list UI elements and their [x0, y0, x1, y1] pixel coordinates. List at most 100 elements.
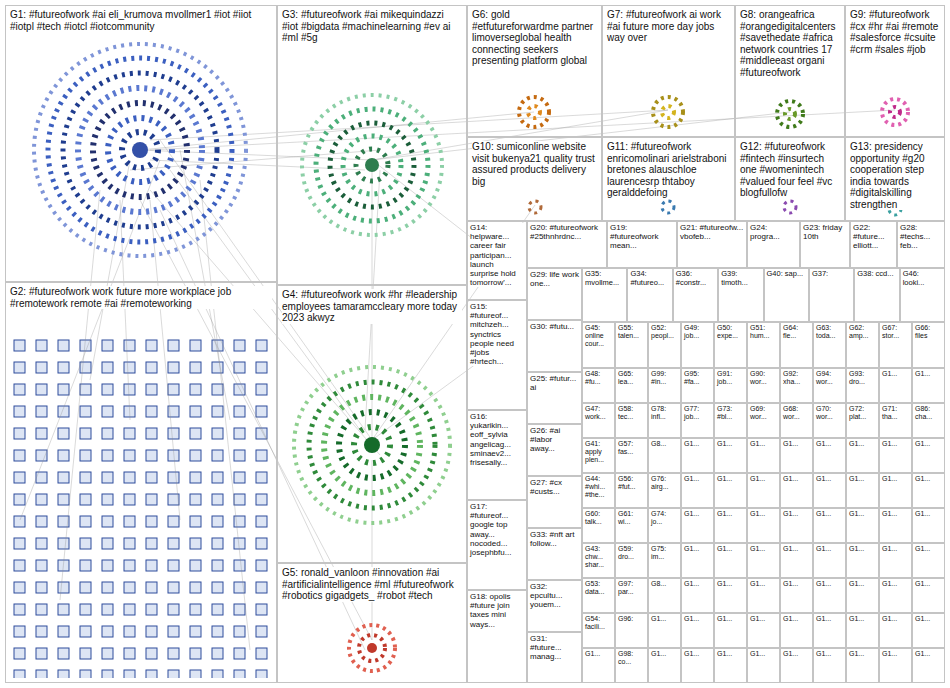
group-label: G1... — [750, 440, 765, 448]
group-label: G65: lea... — [618, 370, 645, 386]
group-box: G1... — [846, 648, 879, 683]
group-box: G25: #futur... ai — [527, 372, 582, 424]
group-label: G1... — [915, 650, 930, 658]
group-box: G96: — [615, 613, 648, 648]
group-label: G90: wor... — [750, 370, 777, 386]
group-box: G77: job... — [681, 403, 714, 438]
group-label: G69: wor... — [750, 405, 777, 421]
group-label: G1... — [750, 475, 765, 483]
group-label: G1... — [750, 545, 765, 553]
group-label: G1... — [783, 440, 798, 448]
group-box: G1... — [747, 613, 780, 648]
group-label: G1... — [849, 545, 864, 553]
group-label: G35: mvollme... — [585, 270, 624, 287]
group-box: G1... — [780, 543, 813, 578]
group-label: G50: expe... — [717, 324, 744, 340]
group-box: G1... — [912, 613, 945, 648]
group-label: G1... — [717, 615, 732, 623]
group-label: G2: #futureofwork work future more workp… — [10, 286, 272, 309]
group-label: G1... — [651, 615, 666, 623]
group-label: G45: online cour... — [585, 324, 612, 348]
group-label: G7: #futureofwork ai work #ai future mor… — [607, 9, 730, 44]
group-box: G91: job... — [714, 368, 747, 403]
group-label: G1... — [882, 475, 897, 483]
group-box: G1... — [747, 438, 780, 473]
group-box: G1... — [747, 508, 780, 543]
group-label: G96: — [618, 615, 633, 623]
group-box: G1... — [879, 368, 912, 403]
group-box: G99: #in... — [648, 368, 681, 403]
group-box: G1... — [747, 543, 780, 578]
group-box: G57: fas... — [615, 438, 648, 473]
group-label: G31: #future... manag... — [530, 634, 579, 662]
group-box: G58: tec... — [615, 403, 648, 438]
group-label: G21: #futureofw... vbofeb... — [680, 223, 744, 241]
group-box: G1... — [879, 648, 912, 683]
group-box: G29: life work one... — [527, 268, 582, 320]
group-label: G34: #futureo... — [630, 270, 669, 287]
group-box: G53: data... — [582, 578, 615, 613]
group-label: G17: #futureof... google top away... noc… — [470, 502, 524, 557]
group-label: G66: files — [915, 324, 942, 340]
group-box: G38: ccd... — [854, 268, 899, 322]
group-label: G15: #futureof... mitchzeh... synctrics … — [470, 302, 524, 366]
group-box: G97: par... — [615, 578, 648, 613]
group-box: G1... — [846, 578, 879, 613]
group-box: G1... — [747, 648, 780, 683]
group-box: G93: dro... — [846, 368, 879, 403]
group-box: G41: apply plen... — [582, 438, 615, 473]
group-box: G1... — [681, 438, 714, 473]
group-box: G1... — [813, 613, 846, 648]
group-label: G46: looki... — [903, 270, 942, 287]
group-box: G3: #futureofwork #ai mikequindazzi #iot… — [277, 5, 467, 285]
group-label: G1... — [816, 580, 831, 588]
group-label: G19: #futureofwork mean... — [610, 223, 674, 251]
group-box: G1... — [714, 578, 747, 613]
group-box: G1... — [846, 613, 879, 648]
group-label: G1... — [717, 650, 732, 658]
group-box: G1... — [813, 473, 846, 508]
group-label: G1... — [717, 475, 732, 483]
group-label: G26: #ai #labor away... — [530, 426, 579, 454]
group-box: G46: looki... — [900, 268, 945, 322]
group-label: G24: progra... — [750, 223, 797, 241]
group-box: G1... — [912, 508, 945, 543]
group-label: G48: #fu... — [585, 370, 612, 386]
group-box: G70: wor... — [813, 403, 846, 438]
group-box: G61: wi... — [615, 508, 648, 543]
group-box: G1... — [846, 473, 879, 508]
group-box: G1... — [714, 543, 747, 578]
group-label: G70: wor... — [816, 405, 843, 421]
group-label: G10: sumiconline website visit bukenya21… — [472, 141, 597, 187]
group-box: G73: #bl... — [714, 403, 747, 438]
group-label: G77: job... — [684, 405, 711, 421]
group-label: G28: #techs... feb... — [900, 223, 942, 251]
group-box: G20: #futureofwork #25thnhrdnc... — [527, 221, 607, 268]
group-box: G55: talen... — [615, 322, 648, 368]
group-box: G1... — [879, 438, 912, 473]
group-label: G1... — [915, 510, 930, 518]
group-box: G1... — [879, 543, 912, 578]
group-box: G7: #futureofwork ai work #ai future mor… — [602, 5, 735, 137]
group-box: G51: hum... — [747, 322, 780, 368]
group-box: G1... — [813, 438, 846, 473]
group-label: G55: talen... — [618, 324, 645, 340]
group-label: G32: epcultu... youem... — [530, 582, 579, 610]
group-label: G8... — [651, 580, 666, 588]
group-label: G38: ccd... — [857, 270, 893, 279]
group-box: G26: #ai #labor away... — [527, 424, 582, 476]
group-box: G17: #futureof... google top away... noc… — [467, 500, 527, 590]
group-box: G1... — [780, 508, 813, 543]
group-box: G12: #futureofwork #fintech #insurtech o… — [735, 137, 845, 221]
group-box: G37: — [809, 268, 854, 322]
group-box: G1... — [714, 508, 747, 543]
group-label: G22: #future... elliott... — [853, 223, 894, 251]
group-box: G10: sumiconline website visit bukenya21… — [467, 137, 602, 221]
group-box: G27: #cx #custs... — [527, 476, 582, 528]
group-label: G1... — [816, 440, 831, 448]
group-box: G94: wor... — [813, 368, 846, 403]
group-box: G63: toda... — [813, 322, 846, 368]
group-box: G39: timoth... — [718, 268, 763, 322]
group-label: G60: talk... — [585, 510, 612, 526]
group-label: G1... — [684, 510, 699, 518]
